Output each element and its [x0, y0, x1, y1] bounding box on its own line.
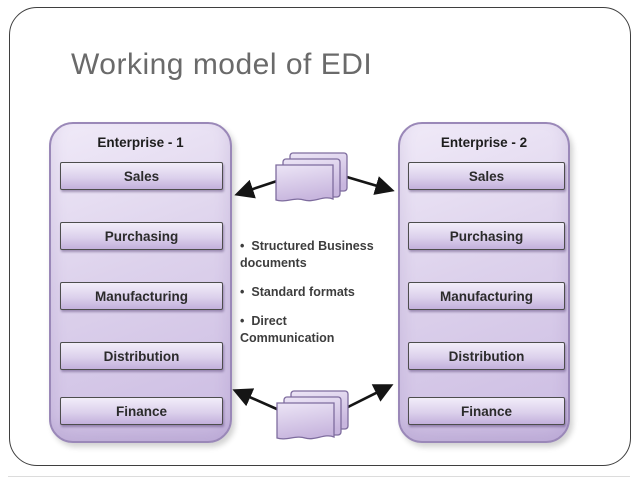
bullet-text: Direct [251, 314, 287, 328]
dept-box-e1-distribution: Distribution [60, 342, 223, 370]
dept-box-e1-manufacturing: Manufacturing [60, 282, 223, 310]
dept-box-e2-manufacturing: Manufacturing [408, 282, 565, 310]
bullet-text-wrap: Communication [240, 331, 335, 345]
dept-box-e2-finance: Finance [408, 397, 565, 425]
enterprise-2-container: Enterprise - 2 Sales Purchasing Manufact… [398, 122, 570, 443]
dept-box-e2-distribution: Distribution [408, 342, 565, 370]
list-item: • Direct Communication [240, 313, 396, 347]
dept-box-e1-purchasing: Purchasing [60, 222, 223, 250]
dept-box-e2-sales: Sales [408, 162, 565, 190]
dept-box-e1-finance: Finance [60, 397, 223, 425]
bullet-text-wrap: documents [240, 256, 307, 270]
bullet-text: Structured Business [251, 239, 374, 253]
enterprise-1-container: Enterprise - 1 Sales Purchasing Manufact… [49, 122, 232, 443]
bullet-dot: • [240, 239, 245, 253]
bullet-dot: • [240, 314, 245, 328]
bullet-text: Standard formats [251, 285, 355, 299]
dept-box-e2-purchasing: Purchasing [408, 222, 565, 250]
slide-title: Working model of EDI [71, 48, 373, 81]
bullet-dot: • [240, 285, 245, 299]
list-item: • Standard formats [240, 284, 396, 301]
edi-bullet-list: • Structured Business documents • Standard… [240, 238, 396, 359]
dept-box-e1-sales: Sales [60, 162, 223, 190]
enterprise-1-title: Enterprise - 1 [97, 135, 184, 150]
list-item: • Structured Business documents [240, 238, 396, 272]
next-slide-edge [8, 476, 630, 477]
enterprise-2-title: Enterprise - 2 [440, 135, 528, 150]
